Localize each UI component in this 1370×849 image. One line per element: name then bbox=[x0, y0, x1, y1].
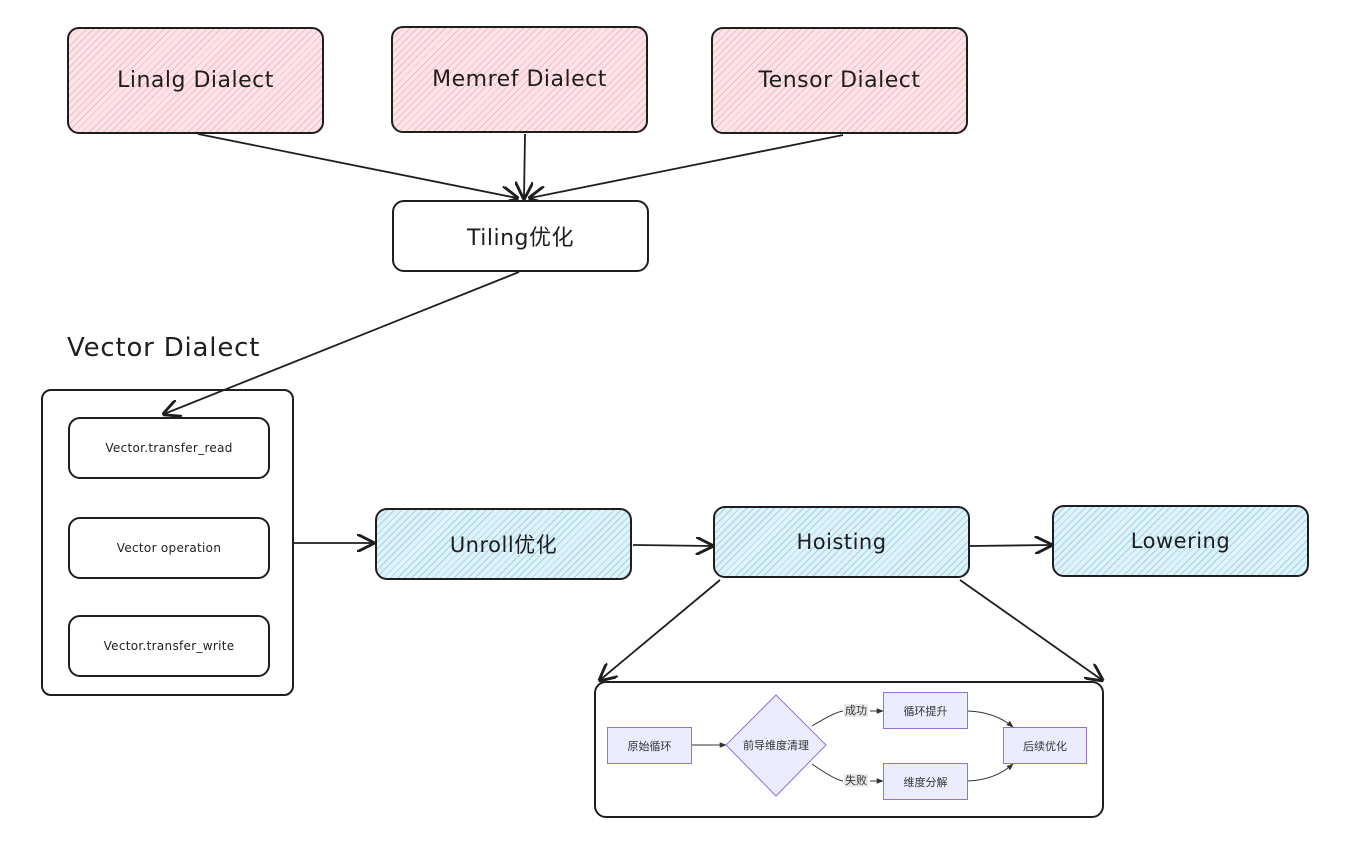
vector-operation-node[interactable]: Vector operation bbox=[68, 517, 270, 579]
edge-linalg-tiling bbox=[197, 133, 517, 198]
dim-decompose-label: 维度分解 bbox=[903, 775, 948, 789]
start-loop-label: 原始循环 bbox=[627, 739, 672, 753]
tensor-dialect-node[interactable]: Tensor Dialect bbox=[711, 27, 968, 134]
start-loop-node[interactable]: 原始循环 bbox=[607, 727, 692, 764]
vector-transfer-read-node[interactable]: Vector.transfer_read bbox=[68, 417, 270, 479]
vector-dialect-title: Vector Dialect bbox=[67, 333, 261, 363]
edge-hoisting-detail-left bbox=[600, 579, 721, 680]
vector-transfer-read-label: Vector.transfer_read bbox=[105, 441, 233, 455]
linalg-dialect-label: Linalg Dialect bbox=[117, 68, 274, 93]
decision-node-label[interactable]: 前导维度清理 bbox=[743, 739, 809, 752]
edge-hoisting-lowering bbox=[969, 545, 1051, 546]
unroll-label: Unroll优化 bbox=[449, 533, 558, 557]
tiling-node[interactable]: Tiling优化 bbox=[392, 200, 649, 272]
edge-hoisting-detail-right bbox=[959, 579, 1102, 680]
followup-opt-label: 后续优化 bbox=[1023, 739, 1067, 753]
tiling-label: Tiling优化 bbox=[466, 226, 574, 251]
edge-tensor-tiling bbox=[530, 134, 844, 198]
hoisting-label: Hoisting bbox=[796, 530, 887, 554]
loop-hoist-node[interactable]: 循环提升 bbox=[883, 692, 968, 729]
unroll-node[interactable]: Unroll优化 bbox=[375, 508, 632, 580]
followup-opt-node[interactable]: 后续优化 bbox=[1003, 727, 1087, 764]
hoisting-detail-container bbox=[594, 681, 1104, 818]
dim-decompose-node[interactable]: 维度分解 bbox=[883, 763, 968, 800]
lowering-label: Lowering bbox=[1130, 529, 1231, 553]
tensor-dialect-label: Tensor Dialect bbox=[758, 68, 921, 93]
vector-operation-label: Vector operation bbox=[116, 541, 222, 555]
success-edge-label: 成功 bbox=[844, 704, 868, 717]
fail-edge-label: 失败 bbox=[844, 774, 868, 787]
vector-transfer-write-node[interactable]: Vector.transfer_write bbox=[68, 615, 270, 677]
vector-transfer-write-label: Vector.transfer_write bbox=[103, 639, 235, 653]
edge-unroll-hoisting bbox=[632, 545, 712, 546]
memref-dialect-node[interactable]: Memref Dialect bbox=[391, 26, 648, 133]
loop-hoist-label: 循环提升 bbox=[903, 704, 948, 718]
memref-dialect-label: Memref Dialect bbox=[432, 67, 607, 92]
vector-dialect-container bbox=[41, 389, 294, 696]
hoisting-node[interactable]: Hoisting bbox=[713, 506, 970, 578]
linalg-dialect-node[interactable]: Linalg Dialect bbox=[67, 27, 324, 134]
lowering-node[interactable]: Lowering bbox=[1052, 505, 1309, 577]
edge-memref-tiling bbox=[524, 133, 525, 198]
